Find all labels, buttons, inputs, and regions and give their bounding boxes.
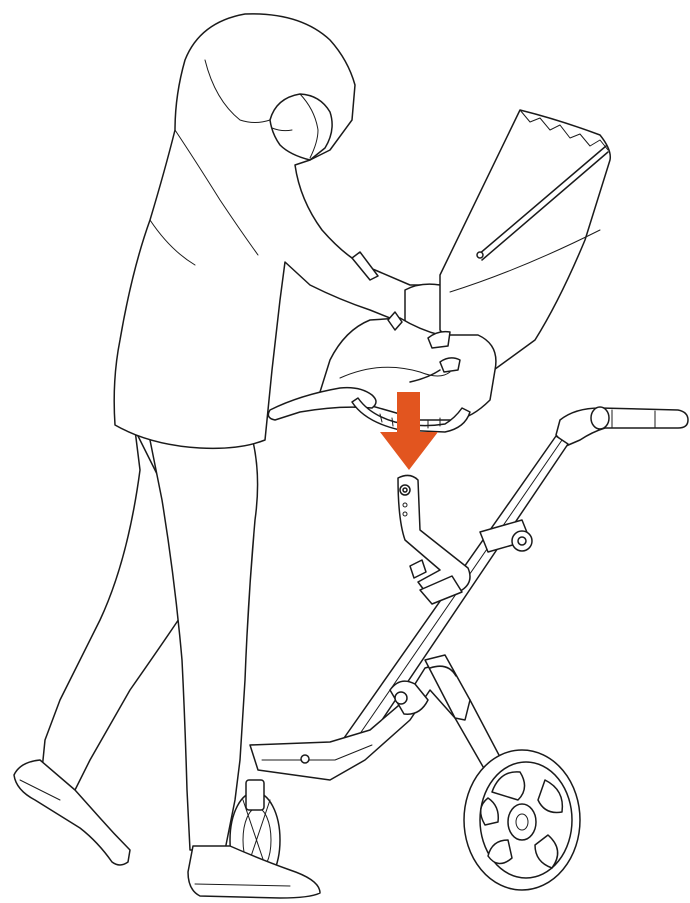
stroller-chassis bbox=[230, 407, 688, 890]
rear-wheel bbox=[464, 750, 580, 890]
